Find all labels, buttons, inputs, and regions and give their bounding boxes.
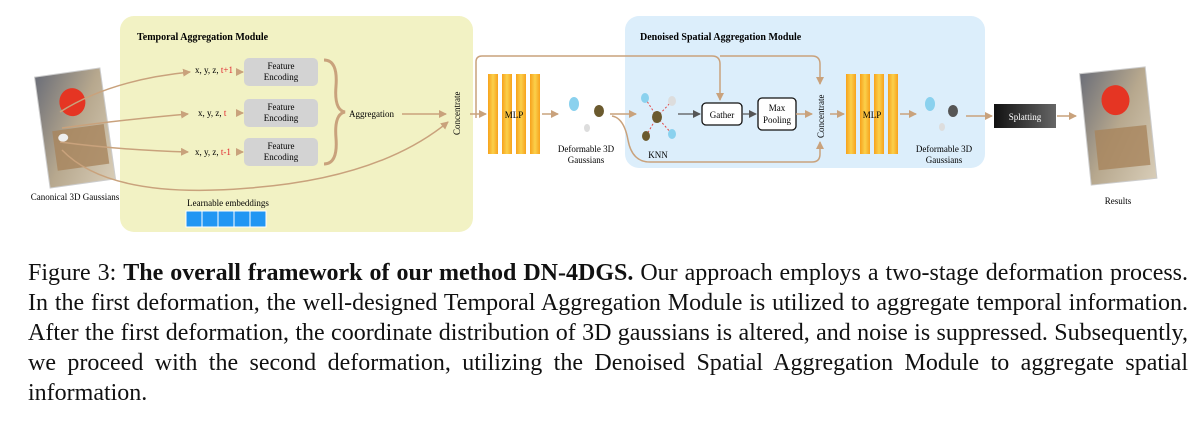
aggregation-brace xyxy=(323,58,346,166)
gather-box: Gather xyxy=(701,102,743,126)
concatenate-label-2: Concentrate xyxy=(816,95,826,138)
skip-arrow-top xyxy=(475,55,724,118)
splatting-box: Splatting xyxy=(994,104,1056,128)
svg-text:Feature: Feature xyxy=(268,102,295,112)
svg-text:Gather: Gather xyxy=(710,110,735,120)
svg-text:Encoding: Encoding xyxy=(264,113,299,123)
results-image xyxy=(1078,66,1158,186)
skip-arrow-to-concat2 xyxy=(720,55,824,85)
concatenate-label-1: Concentrate xyxy=(452,92,462,135)
input-t: x, y, z, t xyxy=(198,108,227,118)
canonical-gaussians-image xyxy=(33,67,117,189)
deformable-gaussians-icon-1 xyxy=(569,97,604,132)
learnable-embeddings xyxy=(185,210,267,228)
feature-encoding-2: Feature Encoding xyxy=(244,99,318,127)
deformable-label-2a: Deformable 3D xyxy=(916,144,973,154)
max-pooling-box: Max Pooling xyxy=(757,97,797,131)
canonical-to-input-2 xyxy=(61,110,189,129)
svg-text:Feature: Feature xyxy=(268,61,295,71)
canonical-to-concatenate xyxy=(61,121,449,192)
caption-text: Our approach employs a two-stage deforma… xyxy=(28,260,1189,406)
svg-text:Feature: Feature xyxy=(268,141,295,151)
deformable-label-2b: Gaussians xyxy=(926,155,963,165)
learnable-embeddings-label: Learnable embeddings xyxy=(187,198,269,208)
svg-text:Pooling: Pooling xyxy=(763,115,792,125)
knn-label: KNN xyxy=(648,150,668,160)
mlp-block-1: MLP xyxy=(488,74,540,154)
dsam-title: Denoised Spatial Aggregation Module xyxy=(640,32,802,43)
results-label: Results xyxy=(1105,196,1132,206)
tam-title: Temporal Aggregation Module xyxy=(137,32,269,43)
canonical-label: Canonical 3D Gaussians xyxy=(31,192,120,202)
canonical-to-input-3 xyxy=(59,141,189,156)
svg-text:Encoding: Encoding xyxy=(264,72,299,82)
feature-encoding-1: Feature Encoding xyxy=(244,58,318,86)
skip-arrow-bottom xyxy=(611,115,824,163)
figure-caption: Figure 3: The overall framework of our m… xyxy=(28,258,1188,408)
canonical-to-input-1 xyxy=(59,68,191,113)
aggregation-label: Aggregation xyxy=(349,109,394,119)
feature-encoding-3: Feature Encoding xyxy=(244,138,318,166)
svg-text:Max: Max xyxy=(769,103,786,113)
knn-icon xyxy=(641,93,676,141)
deformable-label-1a: Deformable 3D xyxy=(558,144,615,154)
svg-text:MLP: MLP xyxy=(863,110,882,120)
svg-text:MLP: MLP xyxy=(505,110,524,120)
deformable-label-1b: Gaussians xyxy=(568,155,605,165)
caption-bold: The overall framework of our method DN-4… xyxy=(123,260,634,286)
figure-label: Figure 3: xyxy=(28,260,117,286)
input-t-plus-1: x, y, z, t+1 xyxy=(195,65,233,75)
svg-text:Encoding: Encoding xyxy=(264,152,299,162)
mlp-block-2: MLP xyxy=(846,74,898,154)
deformable-gaussians-icon-2 xyxy=(925,97,958,131)
framework-diagram: Temporal Aggregation Module Denoised Spa… xyxy=(31,16,1158,232)
input-t-minus-1: x, y, z, t-1 xyxy=(195,147,231,157)
svg-text:Splatting: Splatting xyxy=(1009,112,1042,122)
